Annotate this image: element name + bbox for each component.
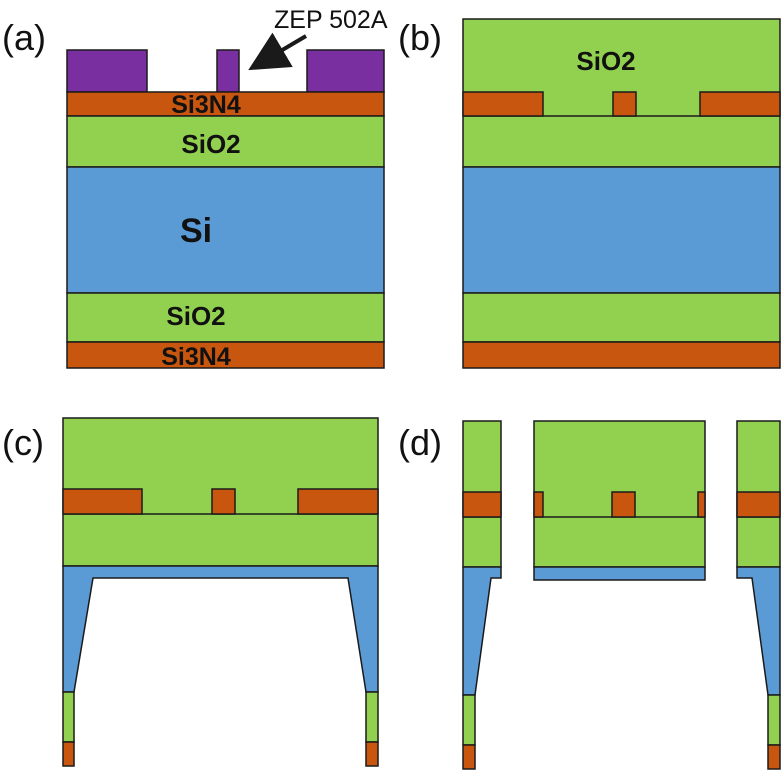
panel-d-label: (d)	[398, 422, 442, 463]
silicon-substrate	[462, 166, 781, 294]
resist-center	[216, 49, 240, 93]
panel-c: (c)	[2, 417, 379, 767]
nitride-left	[62, 488, 143, 515]
bottom-oxide-layer	[66, 292, 385, 343]
panel-c-label: (c)	[2, 422, 44, 463]
silicon-frame	[62, 565, 379, 693]
bottom-oxide-block	[767, 694, 781, 746]
bottom-oxide-right	[365, 691, 379, 743]
silicon-residue	[533, 566, 706, 581]
panel-b-label: (b)	[398, 17, 442, 58]
bottom-nitride-block	[767, 744, 781, 770]
cladding-oxide-label: SiO2	[576, 46, 635, 76]
bottom-oxide-block	[462, 694, 476, 746]
resist-left	[66, 49, 148, 93]
nitride-right	[297, 488, 379, 515]
silicon-frame	[462, 566, 502, 696]
silicon-substrate	[66, 166, 385, 294]
bottom-nitride-label: Si3N4	[161, 343, 231, 371]
top-nitride-layer	[66, 91, 385, 117]
top-nitride-label: Si3N4	[171, 91, 241, 119]
silicon-label: Si	[180, 212, 212, 250]
resist-right	[306, 49, 385, 93]
bottom-nitride-layer	[66, 341, 385, 369]
nitride-waveguide	[612, 91, 637, 117]
arrow-icon	[248, 32, 308, 71]
left-pillar	[462, 420, 502, 770]
top-oxide-layer	[66, 115, 385, 168]
nitride-edge-right	[697, 491, 706, 518]
bottom-nitride-left	[62, 741, 75, 767]
nitride-waveguide	[611, 491, 636, 518]
nitride-waveguide	[211, 488, 236, 515]
nitride-block	[462, 491, 502, 518]
top-oxide-label: SiO2	[181, 129, 240, 159]
nitride-edge-left	[533, 491, 544, 518]
bottom-nitride-right	[365, 741, 379, 767]
panel-a-label: (a)	[2, 17, 46, 58]
nitride-left	[462, 91, 544, 117]
resist-callout-label: ZEP 502A	[274, 6, 388, 34]
bottom-oxide-layer	[462, 292, 781, 343]
panel-a: (a) ZEP 502A Si3N4 SiO2 Si SiO2 Si3N4	[2, 6, 388, 371]
bottom-oxide-left	[62, 691, 75, 743]
right-pillar	[736, 420, 781, 770]
bottom-nitride-block	[462, 744, 476, 770]
nitride-block	[736, 491, 781, 518]
panel-b: (b) SiO2	[398, 17, 781, 369]
bottom-nitride-layer	[462, 341, 781, 369]
bottom-oxide-label: SiO2	[166, 301, 225, 331]
nitride-right	[699, 91, 781, 117]
silicon-frame	[736, 566, 781, 696]
released-membrane	[533, 420, 706, 581]
panel-d: (d)	[398, 420, 781, 770]
